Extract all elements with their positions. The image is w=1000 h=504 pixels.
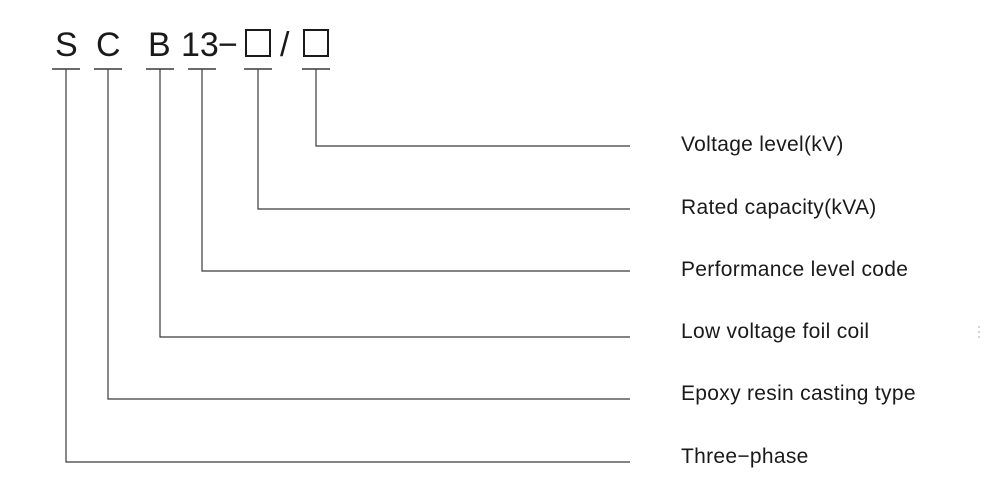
label-voltage-level: Voltage level(kV) <box>681 133 844 156</box>
code-number-13: 13 <box>181 26 219 64</box>
leader-rated-capacity <box>257 69 630 210</box>
leader-low-voltage-foil <box>159 69 630 338</box>
code-letter-s: S <box>55 26 78 64</box>
voltage-placeholder-box <box>303 29 329 57</box>
capacity-placeholder-box <box>245 29 271 57</box>
leader-epoxy-resin <box>107 69 630 400</box>
label-three-phase: Three−phase <box>681 445 809 468</box>
code-slash: / <box>280 26 290 64</box>
code-letter-b: B <box>148 26 171 64</box>
label-low-voltage-foil: Low voltage foil coil <box>681 320 869 343</box>
label-performance-level: Performance level code <box>681 258 908 281</box>
code-letter-c: C <box>96 26 121 64</box>
label-rated-capacity: Rated capacity(kVA) <box>681 196 877 219</box>
label-epoxy-resin: Epoxy resin casting type <box>681 382 916 405</box>
dots-decoration <box>978 326 980 338</box>
code-dash: − <box>218 26 238 64</box>
leader-voltage-level <box>315 69 630 147</box>
leader-three-phase <box>65 69 630 463</box>
leader-performance-level <box>201 69 630 272</box>
